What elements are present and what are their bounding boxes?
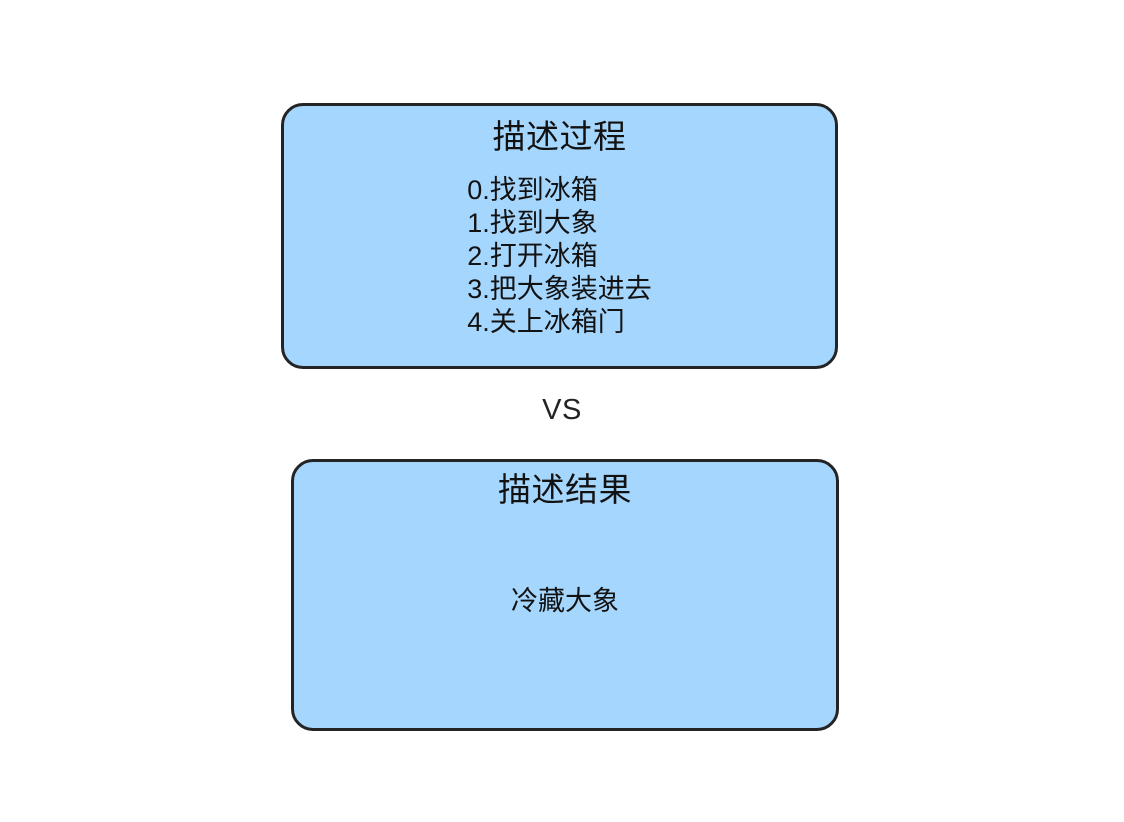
process-step-list: 0.找到冰箱 1.找到大象 2.打开冰箱 3.把大象装进去 4.关上冰箱门 — [284, 174, 835, 339]
process-node-title: 描述过程 — [492, 118, 627, 155]
list-item: 2.打开冰箱 — [467, 241, 598, 271]
list-item: 4.关上冰箱门 — [467, 307, 625, 337]
result-node-body: 冷藏大象 — [511, 586, 619, 616]
vs-separator-label: VS — [542, 394, 582, 426]
process-node[interactable]: 描述过程 0.找到冰箱 1.找到大象 2.打开冰箱 3.把大象装进去 4.关上冰… — [281, 103, 838, 369]
result-node-title: 描述结果 — [498, 471, 632, 508]
list-item: 1.找到大象 — [467, 208, 598, 238]
list-item: 3.把大象装进去 — [467, 274, 652, 304]
process-step-list-inner: 0.找到冰箱 1.找到大象 2.打开冰箱 3.把大象装进去 4.关上冰箱门 — [467, 174, 652, 339]
list-item: 0.找到冰箱 — [467, 175, 598, 205]
result-node[interactable]: 描述结果 冷藏大象 — [291, 459, 839, 731]
